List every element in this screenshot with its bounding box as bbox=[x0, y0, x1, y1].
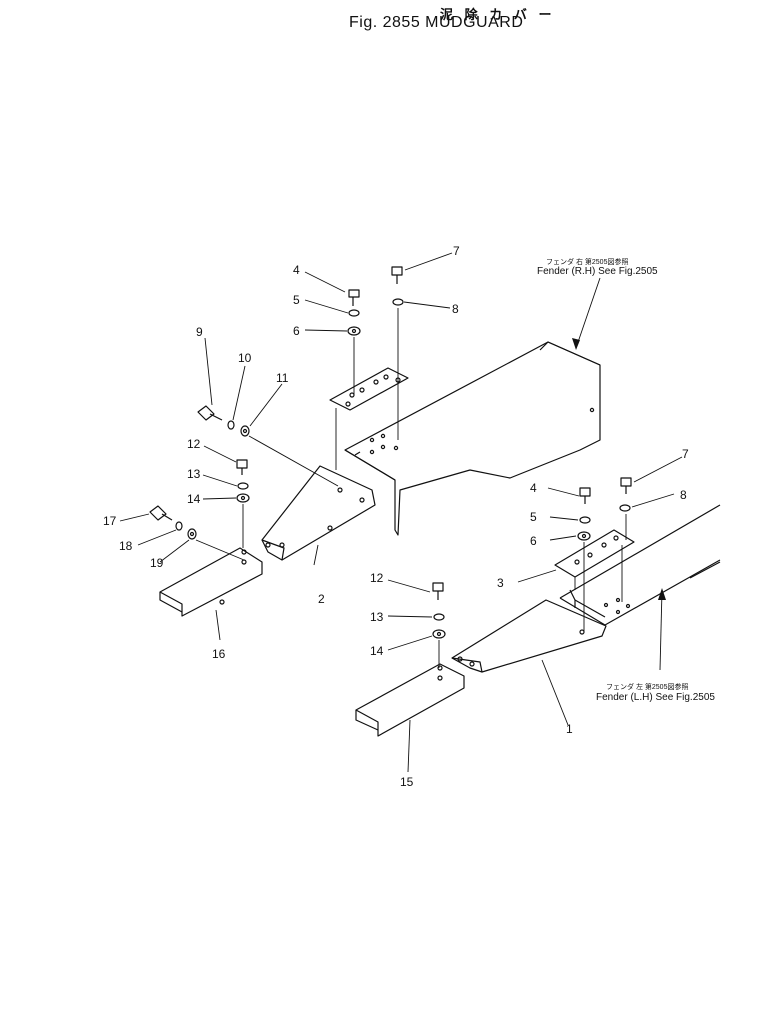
callout-1: 1 bbox=[566, 722, 573, 736]
callout-17: 17 bbox=[103, 514, 117, 528]
callout-12: 12 bbox=[187, 437, 201, 451]
fender-rh bbox=[344, 341, 601, 536]
callout-14-right: 14 bbox=[370, 644, 384, 658]
callout-14: 14 bbox=[187, 492, 201, 506]
callout-3: 3 bbox=[497, 576, 504, 590]
callout-6: 6 bbox=[293, 324, 300, 338]
channel-16 bbox=[159, 547, 263, 617]
callout-numbers: 1 2 3 4 5 6 7 8 9 10 11 12 13 14 15 16 1… bbox=[103, 244, 689, 789]
fender-lh-note: フェンダ 左 第2505図参照 Fender (L.H) See Fig.250… bbox=[596, 682, 715, 703]
callout-7-right: 7 bbox=[682, 447, 689, 461]
callout-13-right: 13 bbox=[370, 610, 384, 624]
callout-18: 18 bbox=[119, 539, 133, 553]
callout-7: 7 bbox=[453, 244, 460, 258]
fender-rh-note-english: Fender (R.H) See Fig.2505 bbox=[537, 266, 658, 277]
leader-arrows bbox=[572, 338, 666, 600]
fender-rh-note: フェンダ 右 第2505図参照 Fender (R.H) See Fig.250… bbox=[537, 257, 658, 277]
callout-8: 8 bbox=[452, 302, 459, 316]
leader-lines bbox=[119, 252, 683, 773]
callout-15: 15 bbox=[400, 775, 414, 789]
callout-5: 5 bbox=[293, 293, 300, 307]
figure-title: Fig. 2855 MUDGUARD bbox=[349, 14, 524, 31]
callout-4-right: 4 bbox=[530, 481, 537, 495]
callout-10: 10 bbox=[238, 351, 252, 365]
title-japanese: 泥 除 カ バ ー bbox=[440, 7, 556, 22]
fender-lh-note-english: Fender (L.H) See Fig.2505 bbox=[596, 692, 715, 703]
callout-13: 13 bbox=[187, 467, 201, 481]
callout-19: 19 bbox=[150, 556, 164, 570]
callout-11: 11 bbox=[276, 371, 289, 385]
plate-upper-left bbox=[329, 367, 409, 411]
callout-9: 9 bbox=[196, 325, 203, 339]
bracket-2 bbox=[261, 465, 376, 561]
callout-12-right: 12 bbox=[370, 571, 384, 585]
callout-5-right: 5 bbox=[530, 510, 537, 524]
channel-15 bbox=[355, 663, 465, 737]
fender-rh-note-japanese: フェンダ 右 第2505図参照 bbox=[546, 257, 628, 266]
fender-lh-note-japanese: フェンダ 左 第2505図参照 bbox=[606, 682, 688, 691]
bracket-1 bbox=[451, 599, 607, 673]
callout-16: 16 bbox=[212, 647, 226, 661]
callout-6-right: 6 bbox=[530, 534, 537, 548]
hardware-right bbox=[432, 477, 632, 639]
plate-3 bbox=[554, 529, 635, 578]
callout-2: 2 bbox=[318, 592, 325, 606]
assembly-lines bbox=[195, 308, 627, 668]
hardware-left bbox=[149, 266, 404, 540]
callout-8-right: 8 bbox=[680, 488, 687, 502]
callout-4: 4 bbox=[293, 263, 300, 277]
